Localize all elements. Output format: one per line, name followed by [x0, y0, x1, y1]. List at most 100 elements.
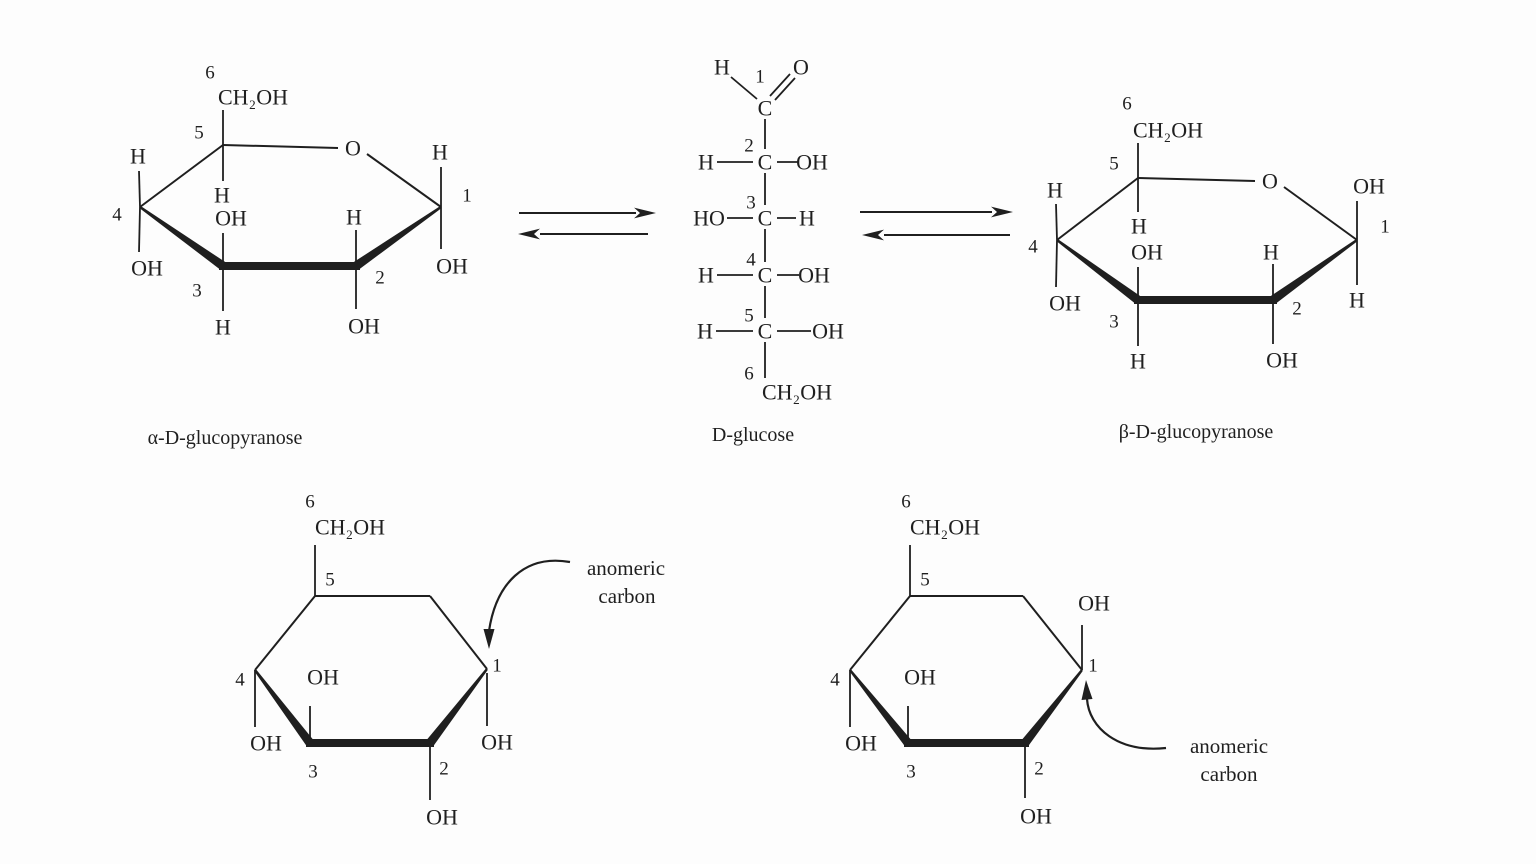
- anomeric-carbon-label-line2: carbon: [1200, 762, 1258, 786]
- fischer-c1-o: O: [793, 55, 809, 80]
- alpha-anomeric-wedge-c3-c4: [254, 669, 314, 746]
- beta-anomeric-c1-oh: OH: [1078, 591, 1110, 616]
- beta-c3-h: H: [1130, 349, 1146, 374]
- beta-c3-oh: OH: [1131, 240, 1163, 265]
- fischer-c5-number: 5: [744, 306, 754, 327]
- fischer-c1-h: H: [714, 55, 730, 80]
- beta-anomeric-c1-number: 1: [1088, 656, 1098, 677]
- alpha-c5-h: H: [214, 183, 230, 208]
- alpha-c1-oh: OH: [436, 254, 468, 279]
- alpha-c1-number: 1: [462, 186, 472, 207]
- beta-c1-oh: OH: [1353, 174, 1385, 199]
- alpha-anomeric-c6-number: 6: [305, 492, 315, 513]
- fischer-c5-oh: OH: [812, 319, 844, 344]
- alpha-anomeric-substituent-bonds: [254, 545, 488, 800]
- alpha-ring-bonds: [139, 144, 442, 270]
- fischer-c4-oh: OH: [798, 263, 830, 288]
- alpha-anomeric-c2-oh: OH: [426, 805, 458, 830]
- alpha-anomeric-ring-bonds: [254, 595, 488, 747]
- alpha-wedge-c3-c4: [139, 206, 226, 270]
- beta-c1-number: 1: [1380, 217, 1390, 238]
- fischer-c1-number: 1: [755, 67, 765, 88]
- alpha-c2-number: 2: [375, 268, 385, 289]
- beta-pyranose-structure: 6 CH₂OH 5 O H H 4 OH OH 3 H H 2 OH OH 1 …: [1028, 94, 1390, 444]
- beta-ring-bonds: [1056, 177, 1358, 304]
- anomeric-carbon-arrow: [487, 559, 571, 632]
- alpha-c6-number: 6: [205, 63, 215, 84]
- beta-c5-number: 5: [1109, 154, 1119, 175]
- alpha-anomeric-c4-oh: OH: [250, 731, 282, 756]
- beta-anomeric-structure: 6 CH₂OH 5 4 OH OH 3 2 OH OH 1 anomeric c…: [830, 492, 1268, 829]
- reverse-arrow-head: [518, 228, 540, 240]
- alpha-c2-oh: OH: [348, 314, 380, 339]
- beta-anomeric-ring-bonds: [849, 595, 1083, 747]
- fischer-c2-h: H: [698, 150, 714, 175]
- beta-anomeric-c5-number: 5: [920, 570, 930, 591]
- fischer-c4-h: H: [698, 263, 714, 288]
- anomeric-carbon-arrowhead: [1081, 680, 1093, 700]
- alpha-anomeric-c6-group: CH₂OH: [315, 515, 385, 540]
- fischer-projection-structure: H 1 O C 2 H C OH 3 HO C H 4 H C OH 5 H C…: [693, 55, 844, 447]
- fischer-c2-oh: OH: [796, 150, 828, 175]
- alpha-anomeric-c1-number: 1: [492, 656, 502, 677]
- fischer-c3-h: H: [799, 206, 815, 231]
- beta-anomeric-c3-number: 3: [906, 762, 916, 783]
- beta-anomeric-c6-group: CH₂OH: [910, 515, 980, 540]
- alpha-pyranose-structure: 6 CH₂OH 5 O H H 4 OH OH 3 H H 2 OH H 1 O…: [112, 63, 472, 450]
- fischer-c2-c: C: [758, 150, 773, 175]
- alpha-ring-oxygen: O: [345, 136, 361, 161]
- fischer-c3-ho: HO: [693, 206, 725, 231]
- fischer-c1-c: C: [758, 96, 773, 121]
- beta-anomeric-substituent-bonds: [849, 545, 1083, 798]
- alpha-anomeric-c4-number: 4: [235, 670, 245, 691]
- fischer-c5-c: C: [758, 319, 773, 344]
- beta-wedge-c1-c2: [1270, 239, 1358, 304]
- alpha-c4-h: H: [130, 144, 146, 169]
- fischer-c6-number: 6: [744, 364, 754, 385]
- beta-anomeric-c6-number: 6: [901, 492, 911, 513]
- alpha-substituent-bonds: [138, 110, 442, 311]
- beta-c3-number: 3: [1109, 312, 1119, 333]
- alpha-c3-h: H: [215, 315, 231, 340]
- alpha-anomeric-c3-number: 3: [308, 762, 318, 783]
- fischer-c3-c: C: [758, 206, 773, 231]
- anomeric-carbon-arrow: [1085, 698, 1167, 750]
- fischer-c5-h: H: [697, 319, 713, 344]
- equilibrium-arrows-right: [860, 206, 1013, 241]
- alpha-anomeric-c1-oh: OH: [481, 730, 513, 755]
- anomeric-carbon-label-line1: anomeric: [1190, 734, 1268, 758]
- beta-c4-h: H: [1047, 178, 1063, 203]
- alpha-anomeric-structure: 6 CH₂OH 5 4 OH OH 3 2 OH 1 OH anomeric c…: [235, 492, 665, 830]
- fischer-c6-group: CH₂OH: [762, 380, 832, 405]
- beta-caption: β-D-glucopyranose: [1119, 421, 1274, 443]
- alpha-c4-number: 4: [112, 205, 122, 226]
- anomeric-carbon-label-line2: carbon: [598, 584, 656, 608]
- beta-ring-oxygen: O: [1262, 169, 1278, 194]
- beta-c2-h: H: [1263, 240, 1279, 265]
- alpha-c3-number: 3: [192, 281, 202, 302]
- fischer-caption: D-glucose: [712, 424, 794, 446]
- anomeric-carbon-arrowhead: [483, 629, 495, 649]
- equilibrium-arrows-left: [518, 207, 656, 240]
- beta-wedge-c3-c4: [1056, 239, 1141, 304]
- fischer-bonds: [716, 73, 811, 378]
- alpha-anomeric-c3-oh: OH: [307, 665, 339, 690]
- beta-anomeric-c2-oh: OH: [1020, 804, 1052, 829]
- beta-substituent-bonds: [1055, 143, 1358, 346]
- alpha-anomeric-c2-number: 2: [439, 759, 449, 780]
- beta-c4-number: 4: [1028, 237, 1038, 258]
- alpha-anomeric-wedge-c1-c2: [426, 668, 488, 746]
- fischer-c3-number: 3: [746, 193, 756, 214]
- alpha-c2-h: H: [346, 205, 362, 230]
- alpha-wedge-c1-c2: [353, 206, 442, 270]
- beta-anomeric-wedge-c1-c2: [1021, 669, 1083, 746]
- beta-c1-h: H: [1349, 288, 1365, 313]
- beta-c2-oh: OH: [1266, 348, 1298, 373]
- beta-c4-oh: OH: [1049, 291, 1081, 316]
- beta-anomeric-c2-number: 2: [1034, 759, 1044, 780]
- forward-arrow-head: [634, 207, 656, 219]
- beta-c5-h: H: [1131, 214, 1147, 239]
- beta-anomeric-c4-oh: OH: [845, 731, 877, 756]
